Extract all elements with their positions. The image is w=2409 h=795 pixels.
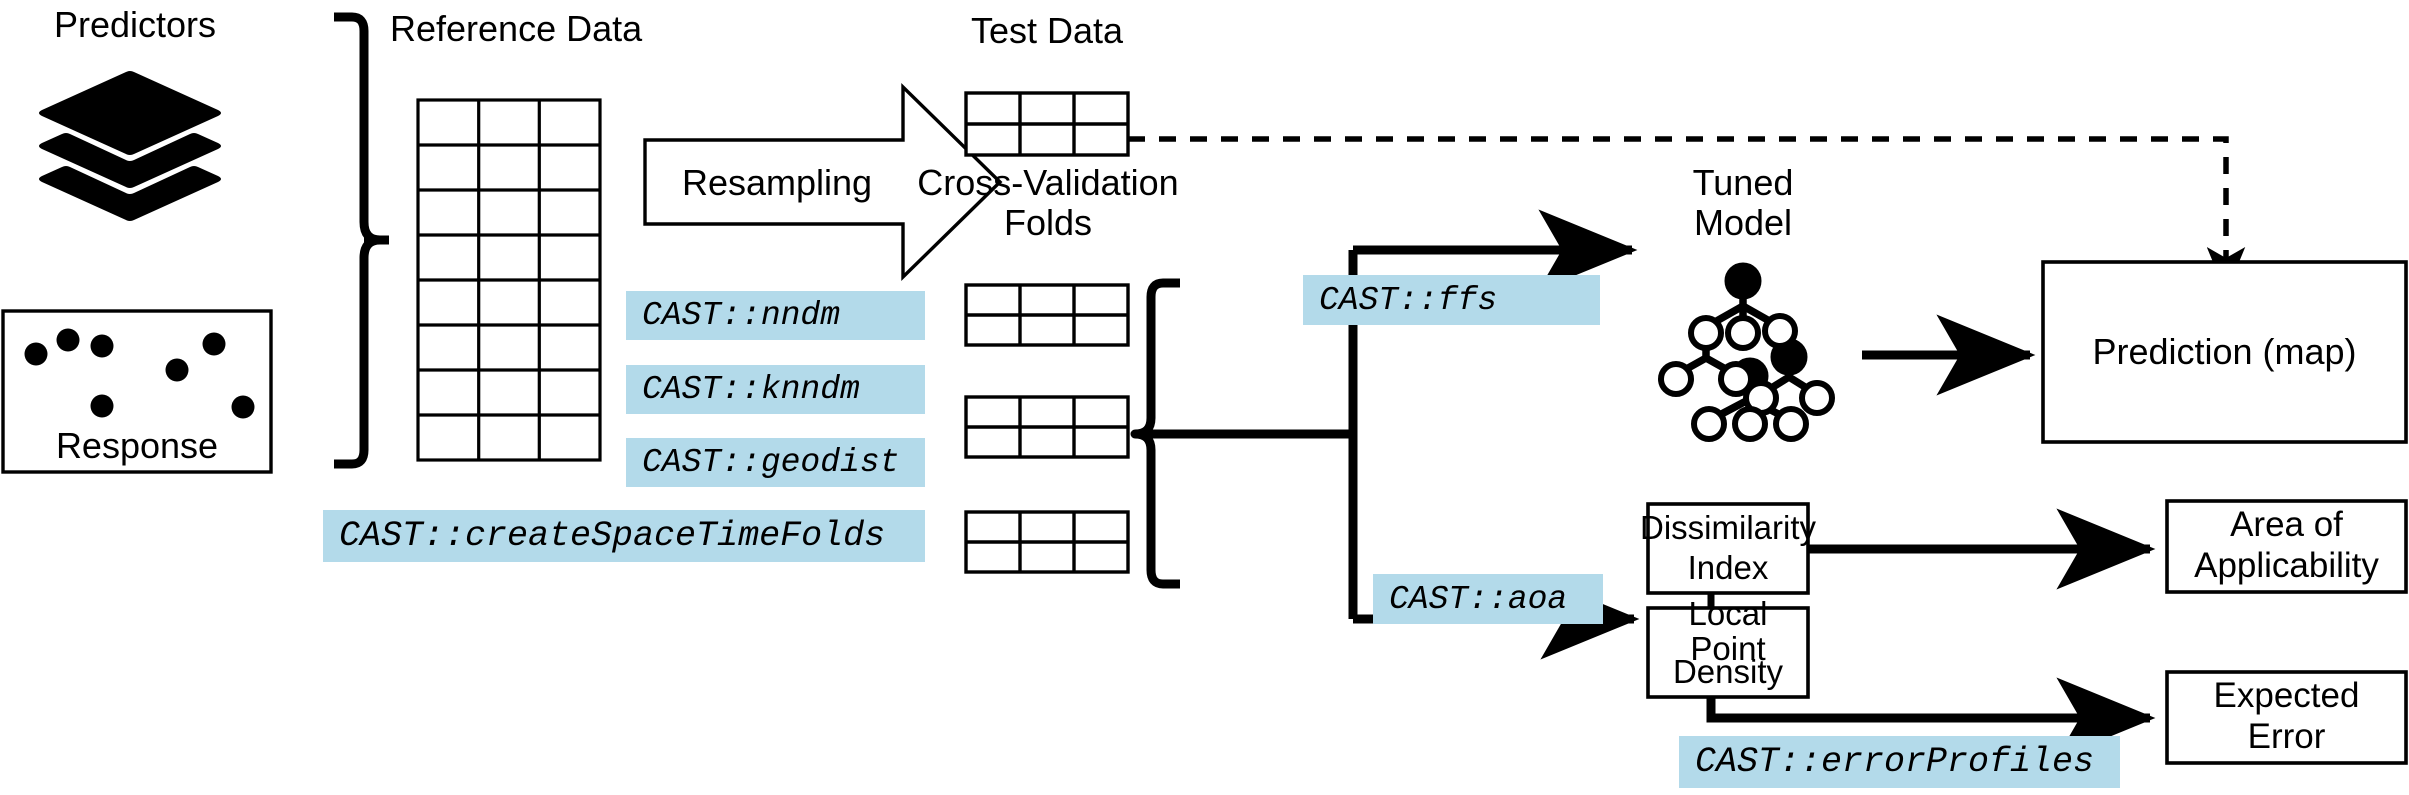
cv-folds-title-line2: Folds: [1003, 202, 1093, 243]
layers-stack-icon: [39, 71, 221, 221]
local-point-density-box: [1646, 606, 1810, 699]
cast-ffs-label[interactable]: CAST::ffs: [1303, 275, 1600, 325]
cast-createspacetimefolds-label[interactable]: CAST::createSpaceTimeFolds: [323, 510, 925, 562]
dissimilarity-index-label-line2: Index: [1687, 548, 1769, 586]
prediction-map-box: [2041, 260, 2408, 444]
response-label: Response: [55, 425, 219, 467]
test-data-title: Test Data: [970, 10, 1124, 51]
cast-errorprofiles-label[interactable]: CAST::errorProfiles: [1679, 736, 2120, 788]
reference-data-title: Reference Data: [390, 8, 643, 49]
scatter-points-icon: [24, 328, 255, 419]
dissimilarity-index-box: [1646, 502, 1810, 595]
local-point-density-label-line1: Local Point: [1688, 595, 1768, 667]
cast-knndm-label[interactable]: CAST::knndm: [626, 365, 925, 414]
resampling-label: Resampling: [681, 162, 873, 204]
inputs-grouping-brace: [334, 12, 389, 469]
cv-fold-grid-3: [964, 510, 1130, 574]
cast-aoa-label[interactable]: CAST::aoa: [1373, 574, 1603, 624]
decision-tree-icon: [1658, 262, 1835, 442]
block-arrow-right-icon: [643, 82, 1003, 282]
tuned-model-title-line2: Model: [1693, 202, 1793, 243]
response-box: [1, 309, 273, 474]
expected-error-label-line2: Error: [2247, 717, 2326, 757]
cv-fold-grid-2: [964, 395, 1130, 459]
area-of-applicability-label-line1: Area of: [2230, 505, 2343, 545]
predictors-label: Predictors: [53, 4, 217, 45]
cast-nndm-label[interactable]: CAST::nndm: [626, 291, 925, 340]
lpd-to-expected-error-arrow: [1706, 677, 2156, 759]
expected-error-label-line1: Expected: [2213, 676, 2360, 716]
tuned-model-title-line1: Tuned: [1692, 162, 1794, 203]
reference-data-grid: [416, 98, 602, 462]
cv-folds-title-line1: Cross-Validation: [917, 162, 1179, 203]
local-point-density-label-line2: Density: [1672, 652, 1784, 690]
cast-geodist-label[interactable]: CAST::geodist: [626, 438, 925, 487]
test-data-grid: [964, 91, 1130, 157]
dissimilarity-index-label-line1: Dissimilarity: [1640, 508, 1816, 546]
area-of-applicability-box: [2165, 499, 2408, 594]
expected-error-box: [2165, 670, 2408, 765]
area-of-applicability-label-line2: Applicability: [2194, 546, 2379, 586]
cv-fold-grid-1: [964, 283, 1130, 347]
test-data-to-prediction-dashed-arrow: [1128, 136, 2246, 294]
prediction-map-label: Prediction (map): [2092, 331, 2357, 373]
